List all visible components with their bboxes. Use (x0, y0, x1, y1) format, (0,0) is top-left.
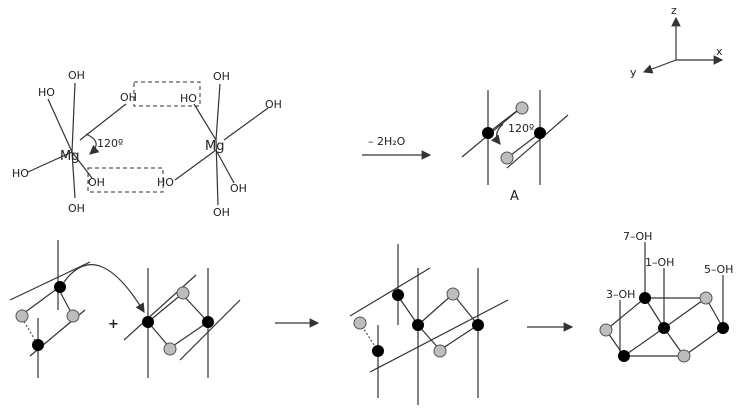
axes-indicator: z x y (630, 4, 724, 79)
y-axis (642, 59, 677, 74)
metal-atom (372, 345, 384, 357)
ho-label: HO (157, 176, 174, 189)
z-axis-label: z (671, 4, 677, 17)
y-axis-label: y (630, 66, 637, 79)
metal-atom (142, 316, 154, 328)
metal-atom (54, 281, 66, 293)
oh-position-label-7: 7–OH (623, 230, 652, 243)
metal-atom (534, 127, 546, 139)
oxygen-atom (176, 286, 190, 300)
metal-atom (202, 316, 214, 328)
oxygen-atom (353, 316, 367, 330)
metal-atom (392, 289, 404, 301)
ho-label: HO (180, 92, 197, 105)
oxygen-atom (599, 323, 613, 337)
metal-atom (639, 292, 651, 304)
shared-oh-box-lower (87, 167, 164, 193)
oxygen-atom (515, 101, 529, 115)
mg-hydroxide-pair: 120º Mg Mg OH HO OH HO OH OH OH HO OH HO… (12, 69, 282, 219)
metal-atom (32, 339, 44, 351)
fragment-two (123, 268, 241, 378)
final-structure: 7–OH 1–OH 5–OH 3–OH (599, 230, 733, 363)
plus-sign: + (108, 317, 119, 332)
oh-label: OH (265, 98, 282, 111)
oh-position-label-5: 5–OH (704, 263, 733, 276)
angle-label-a: 120º (508, 122, 534, 135)
ho-label: HO (12, 167, 29, 180)
product-a: 120º A (461, 90, 569, 204)
oh-label: OH (213, 206, 230, 219)
dehydration-label: – 2H₂O (368, 135, 406, 148)
oxygen-atom (699, 291, 713, 305)
metal-atom (618, 350, 630, 362)
metal-atom (472, 319, 484, 331)
metal-atom (658, 322, 670, 334)
fragment-one (9, 240, 145, 378)
combined-structure (349, 244, 509, 405)
oh-label: OH (88, 176, 105, 189)
product-a-label: A (510, 189, 519, 204)
mg-right-label: Mg (205, 139, 224, 154)
metal-atom (412, 319, 424, 331)
oxygen-atom (163, 342, 177, 356)
oxygen-atom (66, 309, 80, 323)
ho-label: HO (38, 86, 55, 99)
oxygen-atom (500, 151, 514, 165)
angle-label-left: 120º (97, 137, 123, 150)
oxygen-atom (15, 309, 29, 323)
oh-label: OH (68, 202, 85, 215)
oxygen-atom (446, 287, 460, 301)
shared-oh-box-upper (133, 81, 201, 107)
metal-atom (482, 127, 494, 139)
oh-label: OH (120, 91, 137, 104)
x-axis-label: x (716, 45, 723, 58)
oh-label: OH (230, 182, 247, 195)
combine-arrow (63, 264, 145, 314)
angle-arc (85, 133, 100, 155)
oh-position-label-1: 1–OH (645, 256, 674, 269)
dehydration-arrow: – 2H₂O (362, 135, 432, 160)
oh-position-label-3: 3–OH (606, 288, 635, 301)
mg-left-label: Mg (60, 149, 79, 164)
metal-atom (717, 322, 729, 334)
oh-label: OH (213, 70, 230, 83)
oxygen-atom (433, 344, 447, 358)
oh-label: OH (68, 69, 85, 82)
oxygen-atom (677, 349, 691, 363)
